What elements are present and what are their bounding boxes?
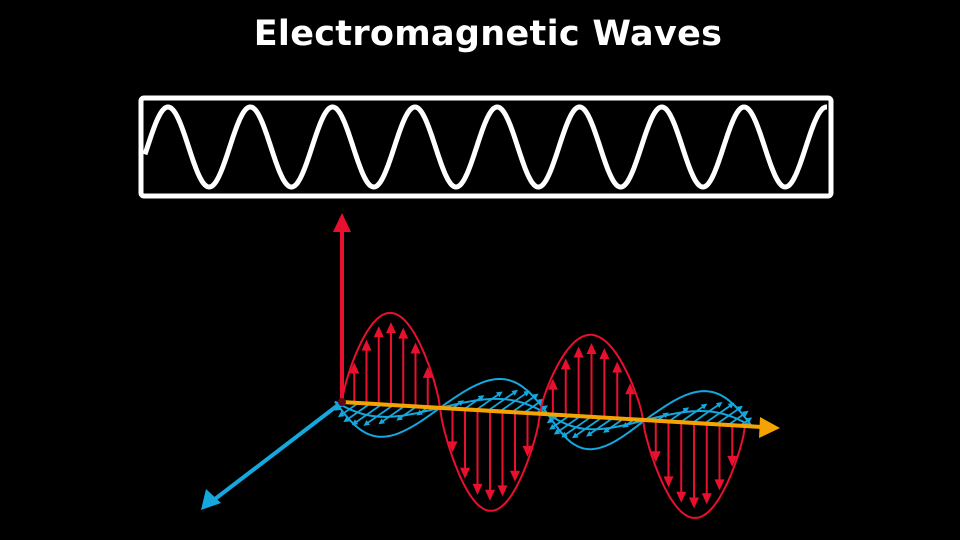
magnetic-vector (715, 405, 743, 426)
magnetic-vector (680, 403, 708, 423)
magnetic-vector (571, 416, 603, 439)
magnetic-vector (561, 416, 592, 438)
arrowhead-icon (349, 362, 360, 374)
arrowhead-icon (714, 479, 725, 491)
arrowhead-icon (625, 383, 636, 395)
electric-axis-arrowhead-icon (333, 213, 351, 232)
magnetic-vector (378, 405, 406, 425)
arrowhead-icon (386, 322, 396, 334)
electric-field-wave (341, 311, 746, 519)
magnetic-field-wave (334, 378, 753, 451)
magnetic-vector (549, 414, 571, 430)
arrowhead-icon (650, 451, 661, 463)
magnetic-vector (351, 403, 383, 426)
arrowhead-icon (410, 342, 421, 354)
arrowhead-icon (612, 361, 623, 373)
arrowhead-icon (472, 483, 483, 495)
arrowhead-icon (676, 491, 687, 503)
page-title: Electromagnetic Waves (253, 14, 723, 54)
magnetic-vector (511, 393, 539, 413)
arrowhead-icon (701, 493, 712, 505)
arrowhead-icon (485, 489, 495, 501)
magnetic-vector (463, 395, 485, 410)
magnetic-vector (523, 398, 545, 414)
magnetic-vector (703, 402, 735, 425)
arrowhead-icon (361, 339, 372, 351)
arrowhead-icon (689, 497, 699, 509)
arrowhead-icon (497, 485, 508, 497)
arrowhead-icon (560, 358, 571, 370)
electric-wave-lobe (439, 407, 541, 512)
sine-wave (142, 104, 827, 190)
arrowhead-icon (727, 455, 738, 467)
arrowhead-icon (522, 445, 533, 457)
arrowhead-icon (599, 348, 610, 360)
arrowhead-icon (398, 327, 409, 339)
magnetic-vector (499, 390, 530, 413)
magnetic-field-axis (201, 400, 344, 510)
arrowhead-icon (586, 343, 597, 355)
arrowhead-icon (460, 467, 470, 479)
magnetic-vector (586, 417, 614, 437)
electric-field-axis (333, 213, 351, 402)
magnetic-axis-arrowhead-icon (201, 489, 221, 510)
magnetic-vector (396, 405, 418, 421)
magnetic-vector (343, 402, 371, 423)
magnetic-vector (668, 407, 690, 423)
magnetic-vector (692, 402, 723, 424)
electric-wave-lobe (341, 311, 441, 408)
electric-wave-lobe (642, 419, 746, 519)
magnetic-vector (363, 404, 394, 426)
magnetic-vector (727, 410, 749, 426)
wave-box (138, 95, 834, 199)
magnetic-vector (337, 402, 359, 418)
magnetic-vector (475, 391, 503, 411)
magnetic-vector (603, 418, 624, 433)
propagation-axis (341, 400, 780, 438)
propagation-arrowhead-icon (759, 417, 780, 438)
electric-wave-lobe (539, 333, 644, 421)
magnetic-vector (487, 389, 518, 412)
magnetic-vector (553, 415, 581, 435)
arrowhead-icon (422, 366, 433, 378)
arrowhead-icon (547, 378, 558, 390)
arrowhead-icon (663, 476, 674, 488)
arrowhead-icon (373, 326, 384, 338)
arrowhead-icon (510, 470, 520, 482)
origin-point (338, 398, 346, 406)
arrowhead-icon (573, 346, 584, 358)
arrowhead-icon (447, 441, 458, 453)
wave-box-frame (138, 95, 834, 199)
